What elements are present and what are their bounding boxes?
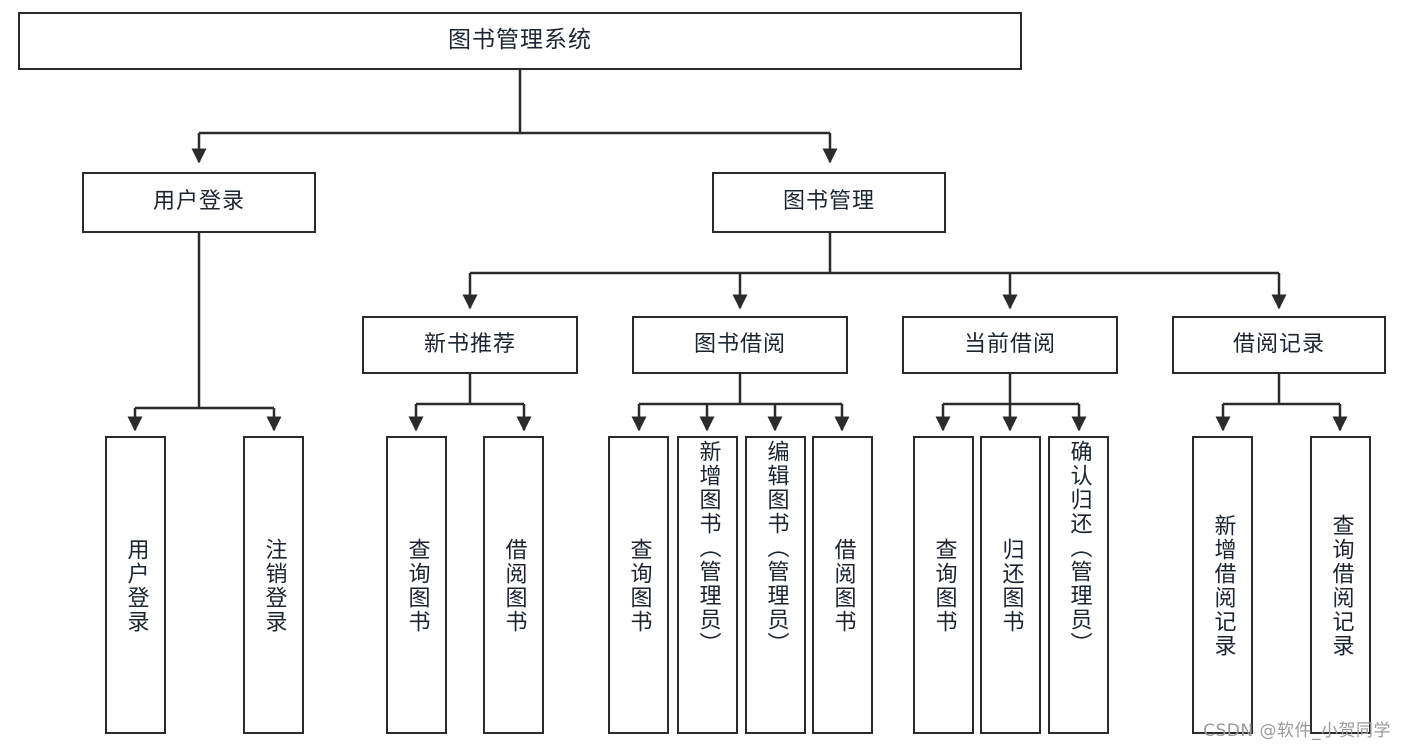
node-root-system[interactable]: 图书管理系统	[18, 12, 1022, 70]
leaf-add-book-admin[interactable]: 新增图书（管理员）	[677, 436, 738, 734]
leaf-query-borrow-record[interactable]: 查询借阅记录	[1310, 436, 1371, 734]
leaf-query-book[interactable]: 查询图书	[608, 436, 669, 734]
node-user-login[interactable]: 用户登录	[82, 172, 316, 233]
leaf-logout[interactable]: 注销登录	[243, 436, 304, 734]
leaf-user-login[interactable]: 用户登录	[105, 436, 166, 734]
node-book-management[interactable]: 图书管理	[712, 172, 946, 233]
leaf-return-book[interactable]: 归还图书	[980, 436, 1041, 734]
leaf-borrow-book-new[interactable]: 借阅图书	[483, 436, 544, 734]
leaf-borrow-book[interactable]: 借阅图书	[812, 436, 873, 734]
leaf-edit-book-admin[interactable]: 编辑图书（管理员）	[745, 436, 806, 734]
leaf-query-book-new[interactable]: 查询图书	[386, 436, 447, 734]
leaf-confirm-return-admin[interactable]: 确认归还（管理员）	[1048, 436, 1109, 734]
node-borrow-records[interactable]: 借阅记录	[1172, 316, 1386, 374]
node-book-borrow[interactable]: 图书借阅	[632, 316, 848, 374]
node-current-borrow[interactable]: 当前借阅	[902, 316, 1118, 374]
leaf-add-borrow-record[interactable]: 新增借阅记录	[1192, 436, 1253, 734]
watermark-text: CSDN @软件_小贺同学	[1203, 721, 1391, 741]
leaf-query-book-current[interactable]: 查询图书	[913, 436, 974, 734]
node-new-book-recommend[interactable]: 新书推荐	[362, 316, 578, 374]
